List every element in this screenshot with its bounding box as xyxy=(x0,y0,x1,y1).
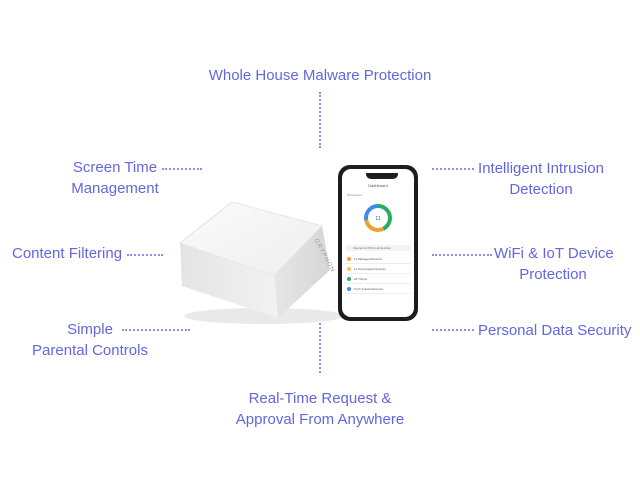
status-dot-icon xyxy=(347,257,351,261)
phone-title: Dashboard xyxy=(368,183,388,188)
phone-banner: Internet is ON for all devices xyxy=(345,245,411,251)
phone-row-label: 11 Unmanaged Devices xyxy=(354,267,386,271)
feature-screen-time-line1: Screen Time xyxy=(72,159,158,176)
connector-intrusion xyxy=(432,168,474,170)
feature-intrusion-detection: Intelligent Intrusion Detection xyxy=(476,158,606,200)
phone-row-label: 28 Things xyxy=(354,277,368,281)
phone-subtitle: 38 Devices xyxy=(347,193,362,197)
phone-row-label: 11 Managed Devices xyxy=(354,257,382,261)
connector-content-filtering xyxy=(127,254,163,256)
phone-row[interactable]: 0 IoT & Entertainment xyxy=(345,285,411,294)
feature-parental-controls-line1: Simple xyxy=(67,321,113,338)
feature-intrusion-line1: Intelligent Intrusion xyxy=(478,160,604,177)
feature-data-security: Personal Data Security xyxy=(478,322,632,339)
phone-device: Dashboard 38 Devices 11 Internet is ON f… xyxy=(338,165,418,321)
feature-realtime-approval: Real-Time Request & Approval From Anywhe… xyxy=(200,388,440,430)
feature-wifi-iot: WiFi & IoT Device Protection xyxy=(494,243,614,285)
feature-screen-time: Screen Time Management xyxy=(60,157,170,199)
phone-row[interactable]: 11 Managed Devices xyxy=(345,255,411,264)
phone-row[interactable]: 28 Things xyxy=(345,275,411,284)
feature-intrusion-line2: Detection xyxy=(509,181,573,198)
connector-top xyxy=(319,92,321,148)
status-dot-icon xyxy=(347,267,351,271)
phone-row[interactable]: 11 Unmanaged Devices xyxy=(345,265,411,274)
feature-screen-time-line2: Management xyxy=(71,180,159,197)
connector-screen-time xyxy=(162,168,202,170)
feature-parental-controls: Simple Parental Controls xyxy=(30,319,150,361)
feature-realtime-line1: Real-Time Request & xyxy=(248,390,392,407)
connector-data-security xyxy=(432,329,474,331)
status-dot-icon xyxy=(347,287,351,291)
feature-wifi-iot-line1: WiFi & IoT Device xyxy=(494,245,614,262)
feature-wifi-iot-line2: Protection xyxy=(519,266,587,283)
feature-parental-controls-line2: Parental Controls xyxy=(32,342,148,359)
connector-wifi-iot xyxy=(432,254,492,256)
connector-bottom xyxy=(319,323,321,373)
status-dot-icon xyxy=(347,277,351,281)
feature-realtime-line2: Approval From Anywhere xyxy=(235,411,405,428)
phone-screen: Dashboard 38 Devices 11 Internet is ON f… xyxy=(342,169,414,317)
connector-parental-controls xyxy=(122,329,190,331)
feature-malware-protection: Whole House Malware Protection xyxy=(208,67,432,84)
phone-donut-chart: 11 xyxy=(364,204,392,232)
phone-notch xyxy=(366,173,398,179)
feature-content-filtering: Content Filtering xyxy=(12,245,123,262)
phone-row-label: 0 IoT & Entertainment xyxy=(354,287,384,291)
phone-donut-value: 11 xyxy=(375,216,380,222)
router-device xyxy=(179,201,344,324)
